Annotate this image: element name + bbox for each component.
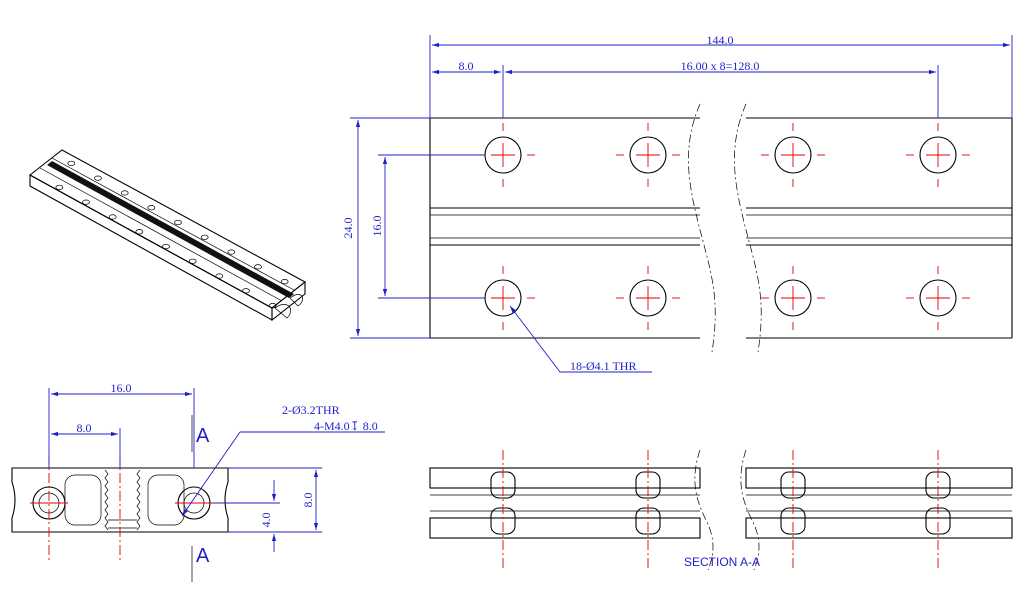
end-view: 16.0 8.0 8.0 4.0 2-Ø3.2THR 4-M4.0↧ 8.0 A… bbox=[11, 381, 385, 582]
iso-hole bbox=[242, 288, 250, 294]
mount-hole bbox=[774, 279, 812, 317]
iso-hole bbox=[147, 205, 156, 211]
first-pitch-dim: 8.0 bbox=[459, 59, 474, 73]
overall-width-dim: 24.0 bbox=[341, 218, 355, 239]
hole-callout-2: 4-M4.0↧ 8.0 bbox=[314, 419, 378, 433]
iso-hole bbox=[174, 219, 182, 226]
iso-hole bbox=[162, 243, 170, 250]
top-view: 144.0 8.0 16.00 x 8=128.0 24.0 16.0 18-Ø… bbox=[341, 33, 1013, 373]
iso-hole bbox=[215, 273, 224, 279]
section-mark-top: A bbox=[196, 425, 210, 447]
iso-hole bbox=[108, 214, 117, 220]
mount-hole bbox=[629, 279, 667, 317]
iso-hole bbox=[200, 234, 209, 240]
iso-hole bbox=[94, 175, 102, 181]
iso-hole bbox=[120, 190, 129, 196]
iso-hole bbox=[280, 279, 289, 285]
end-half-height-dim: 4.0 bbox=[259, 513, 273, 528]
iso-hole bbox=[188, 258, 197, 264]
end-height-dim: 8.0 bbox=[301, 493, 315, 508]
section-label: SECTION A-A bbox=[684, 555, 760, 569]
iso-hole bbox=[268, 303, 277, 309]
pitch-spec-dim: 16.00 x 8=128.0 bbox=[681, 59, 760, 73]
iso-hole bbox=[82, 199, 90, 205]
iso-hole bbox=[67, 160, 76, 166]
iso-hole bbox=[55, 184, 64, 190]
iso-hole bbox=[227, 249, 236, 255]
section-mark-bottom: A bbox=[196, 545, 210, 567]
hole-callout-1: 2-Ø3.2THR bbox=[282, 403, 340, 417]
hole-callout: 18-Ø4.1 THR bbox=[570, 359, 636, 373]
isometric-view bbox=[29, 149, 306, 322]
iso-hole bbox=[254, 264, 262, 270]
mount-hole bbox=[919, 136, 957, 174]
row-spacing-dim: 16.0 bbox=[370, 216, 384, 237]
iso-hole bbox=[135, 229, 144, 235]
mount-hole bbox=[919, 279, 957, 317]
end-half-dim: 8.0 bbox=[77, 421, 92, 435]
mount-hole bbox=[774, 136, 812, 174]
mount-hole bbox=[629, 136, 667, 174]
overall-length-dim: 144.0 bbox=[707, 33, 734, 47]
section-view: SECTION A-A bbox=[429, 449, 1013, 571]
end-width-dim: 16.0 bbox=[111, 381, 132, 395]
